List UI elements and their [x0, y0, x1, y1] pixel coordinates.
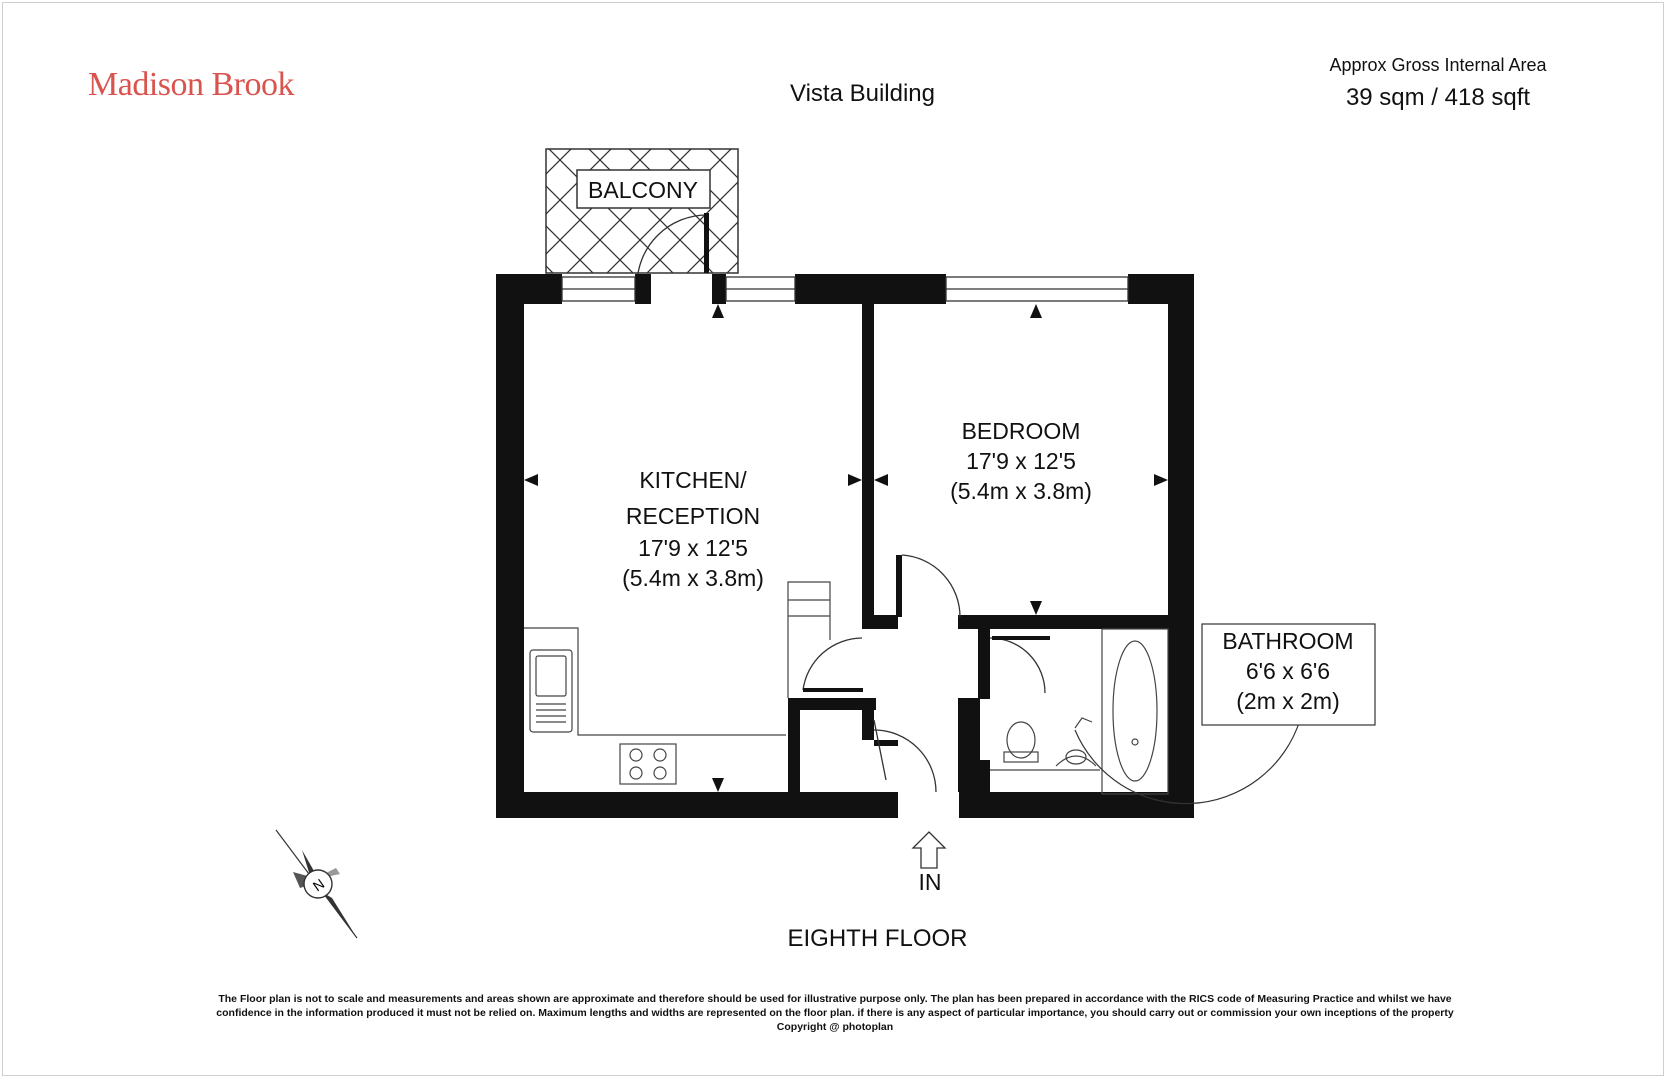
bathroom-label: BATHROOM [1222, 628, 1353, 654]
entrance-label: IN [919, 869, 942, 895]
room-labels: KITCHEN/ RECEPTION 17'9 x 12'5 (5.4m x 3… [622, 418, 1354, 714]
balcony: BALCONY [545, 148, 739, 274]
dimension-arrows [524, 304, 1168, 792]
disclaimer-line1: The Floor plan is not to scale and measu… [218, 993, 1452, 1005]
bathroom-metric: (2m x 2m) [1236, 688, 1340, 714]
brand-logo: Madison Brook [88, 66, 295, 103]
kitchen-label-line1: KITCHEN/ [639, 467, 747, 493]
building-title: Vista Building [790, 80, 935, 107]
floor-label: EIGHTH FLOOR [787, 925, 968, 952]
bathroom-callout [1074, 623, 1376, 805]
kitchen-label-line2: RECEPTION [626, 503, 760, 529]
balcony-door [704, 213, 709, 273]
bedroom-imperial: 17'9 x 12'5 [966, 448, 1076, 474]
windows [561, 276, 1129, 302]
area-value: 39 sqm / 418 sqft [1345, 84, 1531, 111]
door-leaves [803, 636, 1050, 692]
entrance: IN [898, 792, 959, 895]
balcony-label: BALCONY [588, 177, 698, 203]
kitchen-imperial: 17'9 x 12'5 [638, 535, 748, 561]
bedroom-metric: (5.4m x 3.8m) [950, 478, 1092, 504]
kitchen-metric: (5.4m x 3.8m) [622, 565, 764, 591]
balcony-door-swing [636, 214, 708, 286]
internal-doors [802, 554, 1046, 793]
bathroom-fittings [990, 628, 1169, 795]
walls [496, 274, 1194, 818]
disclaimer-line2: confidence in the information produced i… [216, 1007, 1454, 1019]
area-label: Approx Gross Internal Area [1329, 55, 1547, 75]
kitchen-fittings [524, 581, 831, 785]
compass-icon: N [275, 829, 358, 939]
bedroom-label: BEDROOM [962, 418, 1081, 444]
bathroom-imperial: 6'6 x 6'6 [1246, 658, 1330, 684]
copyright: Copyright @ photoplan [776, 1021, 894, 1033]
disclaimer: The Floor plan is not to scale and measu… [120, 992, 1550, 1034]
